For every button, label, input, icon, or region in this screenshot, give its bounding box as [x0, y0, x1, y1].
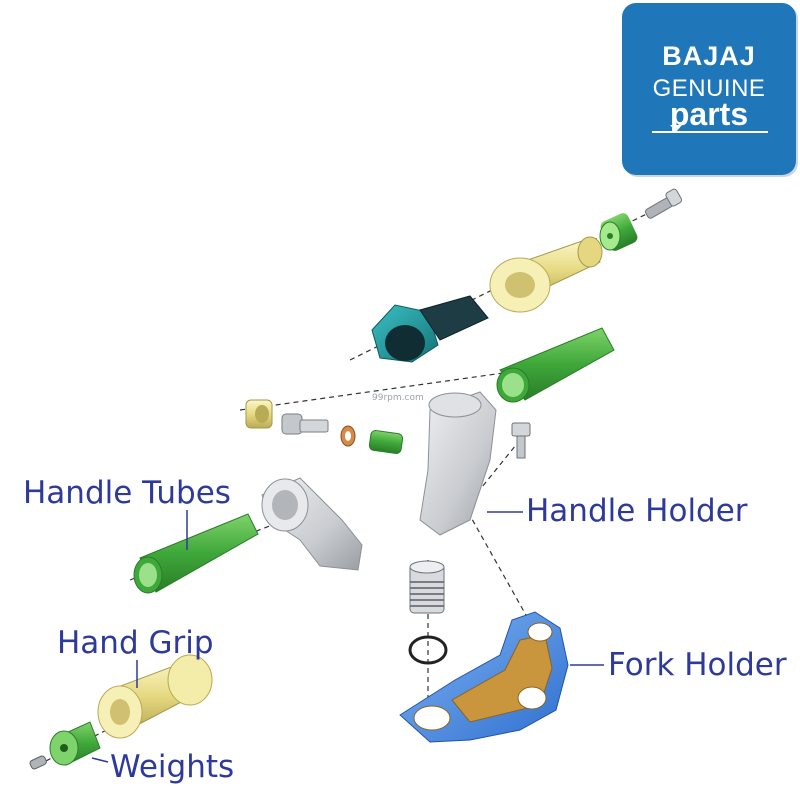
- label-handle-holder: Handle Holder: [526, 493, 748, 529]
- handle-tube-left: [133, 513, 259, 594]
- hand-grip: [97, 654, 213, 739]
- bar-end-weight: [49, 721, 101, 766]
- copper-washer: [340, 425, 356, 447]
- logo-brand: BAJAJ: [662, 41, 756, 71]
- label-handle-tubes: Handle Tubes: [23, 475, 231, 511]
- logo-underline: [652, 131, 768, 133]
- logo-tick-icon: [670, 125, 682, 132]
- weight-screw: [29, 755, 47, 770]
- small-yellow-bush: [245, 399, 273, 429]
- label-hand-grip: Hand Grip: [57, 625, 214, 661]
- handle-tube-right: [496, 327, 615, 403]
- o-ring: [408, 635, 448, 665]
- green-collar: [368, 430, 404, 454]
- top-weight: [599, 213, 638, 251]
- handle-holder-left: [261, 477, 363, 571]
- label-leaders: [91, 510, 604, 763]
- label-fork-holder: Fork Holder: [608, 647, 787, 683]
- switch-housing: [371, 295, 489, 363]
- throttle-grip: [489, 236, 603, 313]
- grey-bolt: [281, 413, 329, 435]
- logo-parts: parts: [669, 96, 749, 132]
- handle-holder-right: [419, 391, 497, 536]
- spring-bush: [409, 560, 445, 614]
- label-weights: Weights: [110, 749, 235, 785]
- watermark-text: 99rpm.com: [372, 393, 424, 403]
- fork-holder: [399, 611, 569, 743]
- bajaj-genuine-parts-logo: BAJAJ GENUINE parts: [622, 3, 796, 175]
- holder-bolt: [511, 422, 531, 459]
- logo-genuine: GENUINE: [652, 75, 766, 102]
- top-screw: [644, 188, 683, 219]
